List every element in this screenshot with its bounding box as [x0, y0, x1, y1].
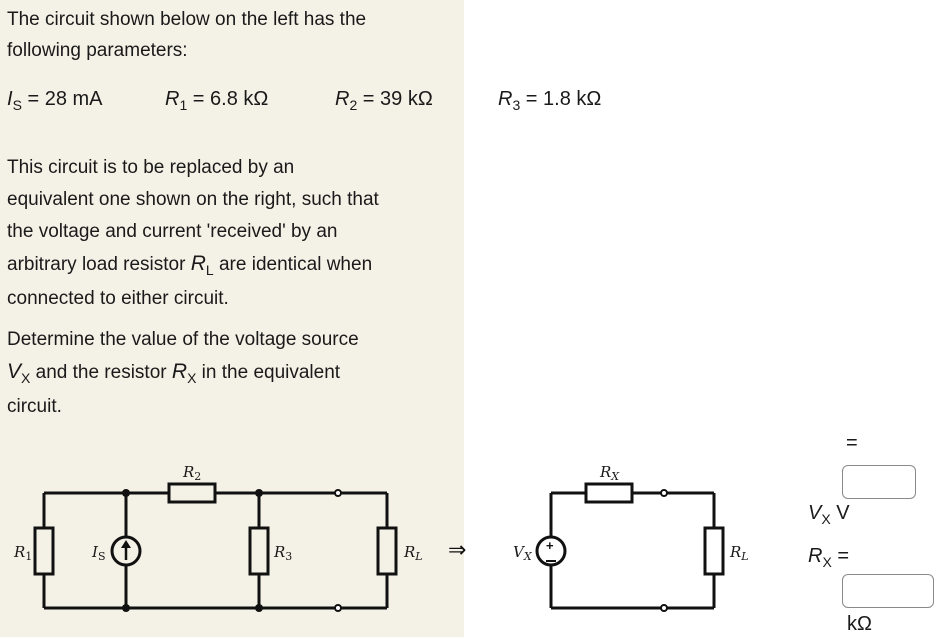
right-circuit: [535, 482, 725, 610]
svg-text:R3: R3: [273, 543, 292, 563]
intro-line-1: The circuit shown below on the left has …: [7, 9, 367, 30]
param-r2: R2 = 39 kΩ: [335, 88, 433, 113]
task-line-2: VX and the resistor RX in the equivalent: [7, 360, 341, 386]
vx-label: VX V: [808, 502, 850, 527]
rx-input[interactable]: [842, 574, 934, 608]
r2-resistor: [167, 482, 217, 504]
svg-text:RL: RL: [729, 543, 749, 563]
implies-arrow: ⇒: [448, 538, 466, 563]
desc-line-4: arbitrary load resistor RL are identical…: [7, 252, 373, 278]
param-r1: R1 = 6.8 kΩ: [165, 88, 269, 113]
svg-text:+: +: [546, 538, 554, 553]
task-line-1: Determine the value of the voltage sourc…: [7, 329, 359, 350]
desc-line-5: connected to either circuit.: [7, 288, 229, 309]
voltage-source-icon: [535, 535, 567, 567]
desc-line-3: the voltage and current 'received' by an: [7, 221, 338, 242]
svg-text:RL: RL: [403, 543, 423, 563]
r1-resistor: [33, 526, 55, 576]
svg-text:R2: R2: [182, 463, 201, 483]
r3-resistor: [248, 526, 270, 576]
rx-label: RX =: [808, 545, 850, 570]
desc-line-2: equivalent one shown on the right, such …: [7, 189, 379, 210]
svg-text:IS: IS: [91, 543, 105, 563]
svg-text:R1: R1: [13, 543, 32, 563]
desc-line-1: This circuit is to be replaced by an: [7, 157, 295, 178]
svg-text:VX: VX: [513, 543, 533, 563]
rl-resistor-left: [376, 526, 398, 576]
task-line-3: circuit.: [7, 396, 62, 417]
param-r3: R3 = 1.8 kΩ: [498, 88, 602, 113]
vx-equals: =: [846, 432, 858, 454]
param-is: IS = 28 mA: [7, 88, 103, 113]
vx-input[interactable]: [842, 465, 916, 499]
svg-text:RX: RX: [599, 463, 620, 483]
rx-resistor: [584, 482, 634, 504]
rx-unit: kΩ: [847, 613, 872, 635]
intro-line-2: following parameters:: [7, 40, 188, 61]
rl-resistor-right: [703, 526, 725, 576]
left-circuit: [33, 482, 398, 610]
